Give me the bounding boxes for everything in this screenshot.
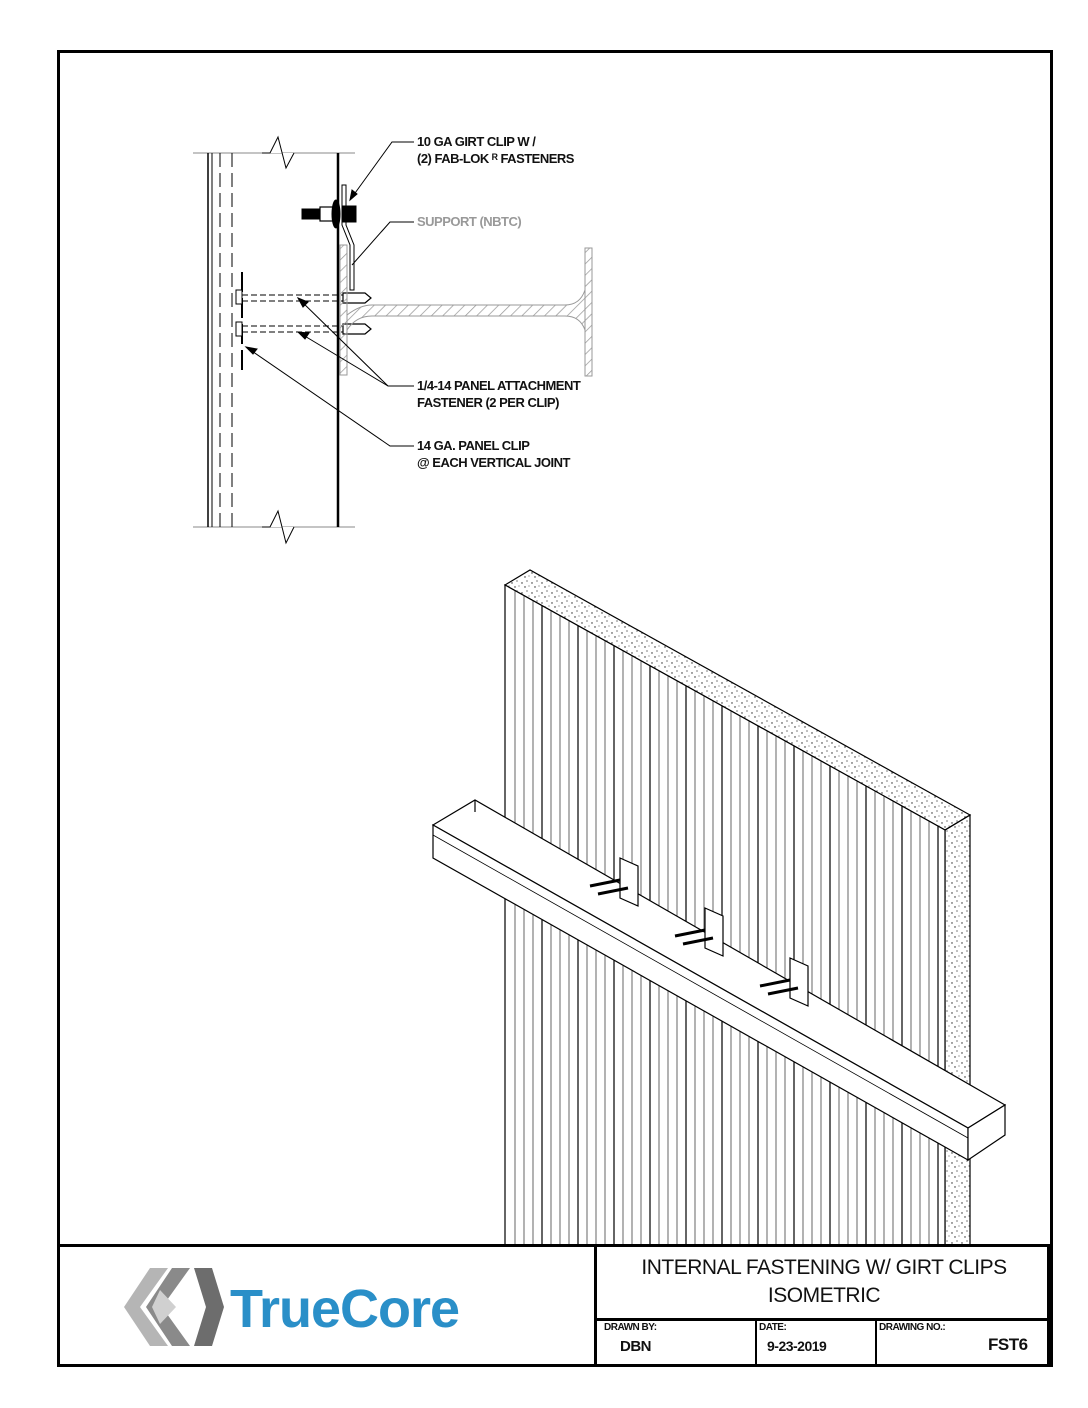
- note-line: @ EACH VERTICAL JOINT: [417, 455, 570, 470]
- panel-side-foam: [944, 813, 971, 1245]
- drawing-no-value: FST6: [988, 1335, 1028, 1354]
- divider: [1047, 1244, 1050, 1364]
- drawing-no-label: DRAWING NO.:: [879, 1322, 946, 1333]
- truecore-logo-mark: [124, 1268, 224, 1346]
- isometric-view: [431, 569, 1007, 1245]
- divider: [594, 1318, 1053, 1321]
- drawn-by-label: DRAWN BY:: [604, 1322, 657, 1333]
- girt-end: [967, 1103, 1006, 1162]
- note-line: FASTENER (2 PER CLIP): [417, 395, 559, 410]
- note-girt-clip: 10 GA GIRT CLIP W / (2) FAB-LOK ᴿ FASTEN…: [417, 133, 574, 167]
- fastener: [759, 978, 791, 988]
- divider: [875, 1318, 877, 1364]
- title-line: ISOMETRIC: [767, 1284, 881, 1307]
- divider: [755, 1318, 757, 1364]
- divider: [57, 1244, 1053, 1247]
- note-line: 14 GA. PANEL CLIP: [417, 438, 530, 453]
- title-line: INTERNAL FASTENING W/ GIRT CLIPS: [641, 1256, 1007, 1279]
- fastener: [682, 936, 714, 946]
- note-support: SUPPORT (NBTC): [417, 214, 522, 229]
- panel-clip: [789, 957, 809, 1007]
- girt-clips: [589, 857, 809, 1007]
- fastener: [767, 986, 799, 996]
- note-line: (2) FAB-LOK ᴿ FASTENERS: [417, 151, 574, 166]
- section-detail: [193, 135, 593, 545]
- drawn-by-value: DBN: [620, 1338, 652, 1355]
- fastener: [674, 928, 706, 938]
- note-panel-fastener: 1/4-14 PANEL ATTACHMENT FASTENER (2 PER …: [417, 377, 581, 411]
- note-panel-clip: 14 GA. PANEL CLIP @ EACH VERTICAL JOINT: [417, 437, 570, 471]
- logo-text: TrueCore: [230, 1279, 460, 1339]
- date-value: 9-23-2019: [767, 1338, 827, 1354]
- date-label: DATE:: [759, 1322, 787, 1333]
- panel-clip: [619, 857, 639, 907]
- drawing-title: INTERNAL FASTENING W/ GIRT CLIPS ISOMETR…: [598, 1254, 1050, 1310]
- fastener: [597, 886, 629, 896]
- fastener: [589, 878, 621, 888]
- note-line: 10 GA GIRT CLIP W /: [417, 134, 536, 149]
- drawing-frame: [57, 50, 1053, 1367]
- divider: [594, 1244, 597, 1364]
- panel-clip: [704, 907, 724, 957]
- note-line: 1/4-14 PANEL ATTACHMENT: [417, 378, 581, 393]
